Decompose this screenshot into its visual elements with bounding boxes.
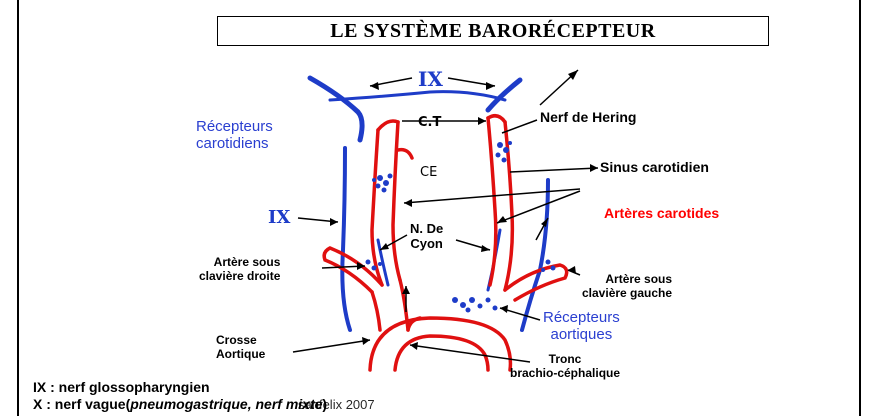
arteries: [324, 116, 566, 370]
label-tronc-brachio-cephalique: Tronc brachio-céphalique: [510, 352, 620, 380]
glossopharyngeal-nerve-right: [488, 80, 520, 110]
left-carotid-artery: [372, 130, 382, 285]
label-crosse-aortique: Crosse Aortique: [216, 333, 265, 361]
ct-handwritten: C.T: [418, 115, 441, 130]
label-arteres-carotides: Artères carotides: [604, 206, 719, 221]
vagus-nerve-right: [522, 180, 548, 330]
label-nerf-de-hering: Nerf de Hering: [540, 110, 636, 125]
glossopharyngeal-nerve-left: [310, 78, 362, 140]
label-recepteurs-carotidiens: Récepteurs carotidiens: [196, 118, 273, 152]
ix-left-handwritten: IX: [268, 207, 290, 228]
ce-handwritten: CE: [420, 165, 437, 180]
label-n-de-cyon: N. De Cyon: [410, 221, 443, 251]
legend-x: X : nerf vague(pneumogastrique, nerf mix…: [33, 396, 327, 412]
author-signature: sanfelix 2007: [298, 397, 375, 412]
label-sinus-carotidien: Sinus carotidien: [600, 160, 709, 175]
label-artere-sous-claviere-gauche: Artère sous clavière gauche: [582, 272, 672, 300]
aortic-arch: [370, 318, 510, 370]
label-recepteurs-aortiques: Récepteurs aortiques: [543, 309, 620, 343]
label-artere-sous-claviere-droite: Artère sous clavière droite: [199, 255, 280, 283]
vagus-nerve-left: [342, 148, 350, 330]
legend-ix: IX : nerf glossopharyngien: [33, 379, 210, 395]
ix-top-handwritten: IX: [418, 67, 443, 91]
right-carotid-artery: [488, 118, 496, 285]
